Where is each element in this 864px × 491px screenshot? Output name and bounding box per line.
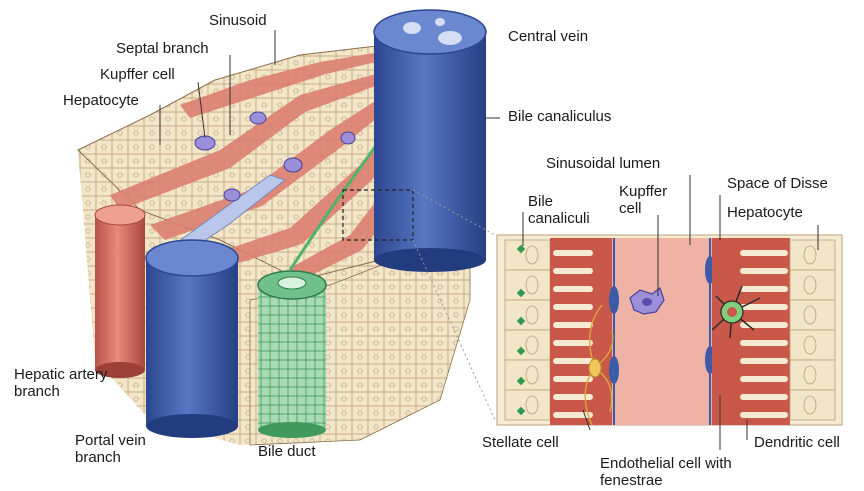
portal-vein bbox=[146, 240, 238, 438]
label-portal-vein-branch: Portal vein branch bbox=[75, 432, 165, 466]
central-vein bbox=[374, 10, 486, 272]
hepatic-artery bbox=[95, 205, 145, 378]
label-dendritic-cell: Dendritic cell bbox=[754, 434, 840, 451]
label-sinusoidal-lumen: Sinusoidal lumen bbox=[546, 155, 660, 172]
label-stellate-cell: Stellate cell bbox=[482, 434, 559, 451]
label-central-vein: Central vein bbox=[508, 28, 588, 45]
label-hepatic-artery-branch: Hepatic artery branch bbox=[14, 366, 149, 400]
label-bile-duct: Bile duct bbox=[258, 443, 316, 460]
inset-panel bbox=[497, 235, 842, 425]
label-space-of-disse: Space of Disse bbox=[727, 175, 828, 192]
label-kupffer-cell-inset: Kupffer cell bbox=[619, 183, 679, 217]
label-endothelial-cell: Endothelial cell with fenestrae bbox=[600, 455, 735, 489]
label-septal-branch: Septal branch bbox=[116, 40, 209, 57]
label-kupffer-cell: Kupffer cell bbox=[100, 66, 175, 83]
label-hepatocyte-inset: Hepatocyte bbox=[727, 204, 803, 221]
label-bile-canaliculus: Bile canaliculus bbox=[508, 108, 611, 125]
label-bile-canaliculi: Bile canaliculi bbox=[528, 193, 608, 227]
label-hepatocyte: Hepatocyte bbox=[63, 92, 139, 109]
label-sinusoid: Sinusoid bbox=[209, 12, 267, 29]
bile-duct bbox=[258, 271, 326, 438]
